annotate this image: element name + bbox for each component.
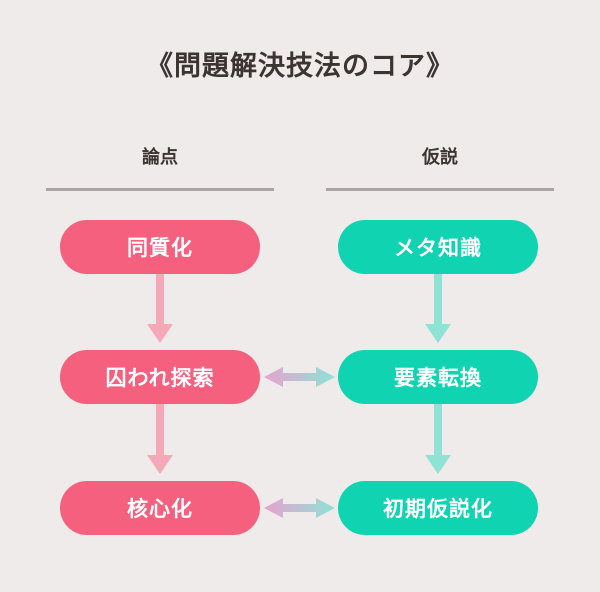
node-youso-tenkan: 要素転換	[338, 350, 538, 404]
column-divider-left	[46, 188, 274, 191]
node-doushitsuka: 同質化	[60, 220, 260, 274]
arrow-left-2	[147, 404, 173, 474]
arrow-right-2	[425, 404, 451, 474]
node-toraware-tansaku: 囚われ探索	[60, 350, 260, 404]
node-meta-chishiki: メタ知識	[338, 220, 538, 274]
node-shoki-kasetsuka: 初期仮説化	[338, 481, 538, 535]
arrow-left-1	[147, 274, 173, 343]
arrow-right-1	[425, 274, 451, 343]
double-arrow-bottom	[264, 498, 335, 518]
double-arrow-middle	[264, 367, 335, 387]
column-label-kasetsu: 仮説	[422, 147, 458, 168]
diagram-title: 《問題解決技法のコア》	[146, 51, 454, 82]
node-kakushinka: 核心化	[60, 481, 260, 535]
column-label-ronten: 論点	[142, 147, 178, 168]
column-divider-right	[326, 188, 554, 191]
